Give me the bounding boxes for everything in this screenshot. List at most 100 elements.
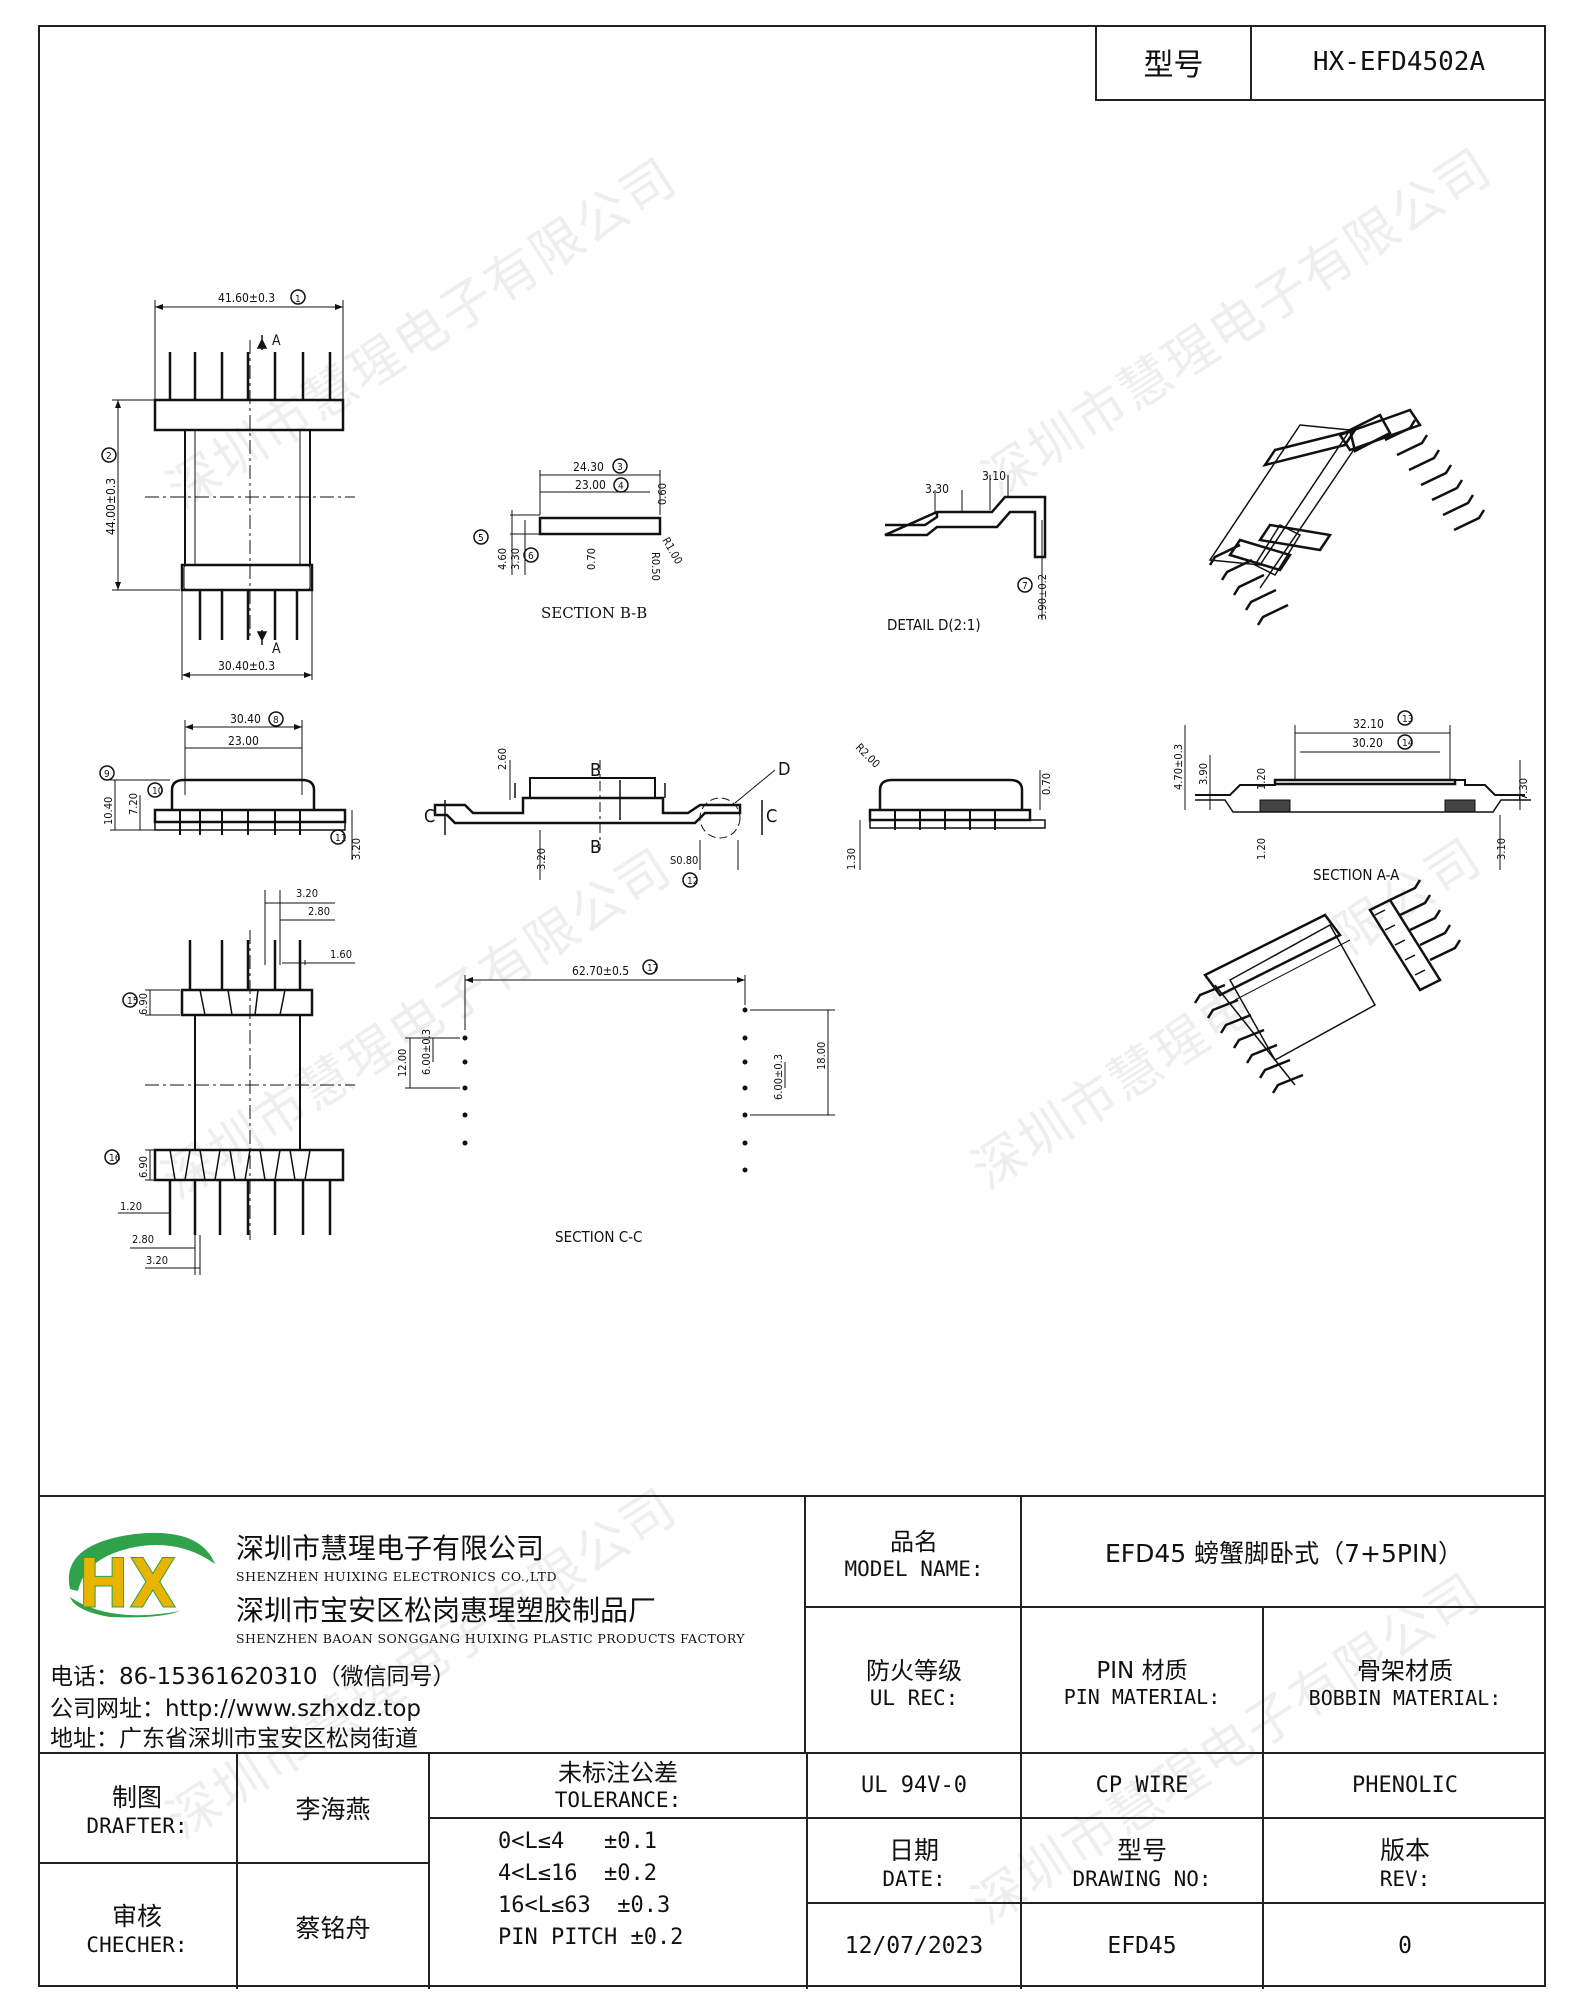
- dim-bottom-p2: 2.80: [308, 905, 330, 918]
- rev-label-en: REV:: [1379, 1866, 1431, 1891]
- side-d-label: D: [778, 759, 790, 780]
- dim-bb-t1: 0.70: [585, 548, 598, 570]
- section-bb-title: SECTION B-B: [541, 604, 647, 622]
- dim-bb-r1: R1.00: [659, 535, 685, 567]
- side-c-label: C: [766, 806, 777, 827]
- section-aa-title: SECTION A-A: [1313, 866, 1400, 884]
- model-box: 型号 HX-EFD4502A: [1095, 25, 1546, 101]
- company-phone: 电话：86-15361620310（微信同号）: [50, 1664, 456, 1690]
- pin-label-cn: PIN 材质: [1096, 1658, 1188, 1684]
- ul-label-cn: 防火等级: [866, 1656, 962, 1685]
- model-box-value: HX-EFD4502A: [1312, 47, 1486, 77]
- bobbin-value: PHENOLIC: [1352, 1773, 1458, 1798]
- section-cc-title: SECTION C-C: [555, 1228, 642, 1246]
- dim-bottom-h1: 6.90: [137, 993, 150, 1015]
- drawing-no-label-cn: 型号: [1116, 1835, 1167, 1865]
- side-b-label: B: [590, 837, 601, 858]
- ul-label: 防火等级 UL REC:: [808, 1608, 1020, 1752]
- rev-label: 版本 REV:: [1264, 1819, 1546, 1902]
- company-website: 公司网址：http://www.szhxdz.top: [50, 1696, 422, 1722]
- dim-bottom-h2: 6.90: [137, 1156, 150, 1178]
- dim-bottom-p1: 3.20: [296, 887, 318, 900]
- dim-aa-h1: 4.70±0.3: [1172, 744, 1185, 790]
- ul-value: UL 94V-0: [861, 1773, 967, 1798]
- balloon-3: 3: [617, 462, 623, 473]
- tolerance-label-en: TOLERANCE:: [554, 1787, 682, 1812]
- dim-aa-h6: 3.10: [1495, 838, 1508, 860]
- company-info: HX 深圳市慧瑆电子有限公司 SHENZHEN HUIXING ELECTRON…: [38, 1497, 806, 1752]
- dim-aa-w1: 32.10: [1353, 717, 1384, 731]
- company-address: 地址：广东省深圳市宝安区松岗街道: [50, 1726, 418, 1752]
- balloon-12: 12: [687, 876, 698, 887]
- date-value: 12/07/2023: [844, 1932, 984, 1959]
- top-view: 41.60±0.3 1 A A 44.00±0.3: [101, 289, 355, 680]
- dim-height: 44.00±0.3: [104, 478, 118, 535]
- dim-front-h3: 3.20: [350, 838, 363, 860]
- balloon-6: 6: [528, 551, 534, 562]
- dim-bottom-p4: 1.20: [120, 1200, 142, 1213]
- dim-bb-w2: 23.00: [575, 478, 606, 492]
- dim-bottom-width: 30.40±0.3: [218, 659, 275, 673]
- rev-value: 0: [1398, 1932, 1412, 1959]
- section-cc: 62.70±0.5 17 12.00 6.00±0.3 6.00±0.3 18.…: [396, 959, 835, 1246]
- dim-cc-h4: 18.00: [815, 1042, 828, 1070]
- dim-front-w2: 23.00: [228, 734, 259, 748]
- balloon-17: 17: [647, 963, 658, 974]
- tolerance-line: 16<L≤63 ±0.3: [498, 1893, 671, 1918]
- drafter-label: 制图 DRAFTER:: [38, 1754, 236, 1862]
- dim-detail-d2: 3.10: [982, 469, 1006, 483]
- model-name-label: 品名 MODEL NAME:: [808, 1497, 1020, 1606]
- dim-aa-h5: 7.30: [1517, 778, 1530, 800]
- date-label-cn: 日期: [888, 1835, 939, 1865]
- tolerance-label: 未标注公差 TOLERANCE:: [430, 1754, 806, 1817]
- balloon-16: 16: [109, 1153, 121, 1164]
- drawing-no-label-en: DRAWING NO:: [1072, 1866, 1212, 1891]
- model-name-label-en: MODEL NAME:: [844, 1557, 984, 1581]
- dim-aa-w2: 30.20: [1352, 736, 1383, 750]
- balloon-7: 7: [1022, 581, 1028, 592]
- date-label-en: DATE:: [882, 1866, 946, 1891]
- dim-side-h2: 3.20: [535, 848, 548, 870]
- balloon-1: 1: [295, 294, 301, 305]
- dim-bb-h1: 0.60: [656, 483, 669, 505]
- isometric-view-bottom: [1193, 879, 1462, 1094]
- dim-aa-h2: 3.90: [1197, 763, 1210, 785]
- hx-logo-icon: HX: [68, 1532, 215, 1625]
- date-label: 日期 DATE:: [808, 1819, 1020, 1902]
- tolerance-line: PIN PITCH ±0.2: [498, 1925, 684, 1950]
- balloon-9: 9: [104, 769, 110, 780]
- company-name-en: SHENZHEN HUIXING ELECTRONICS CO.,LTD: [236, 1569, 558, 1584]
- dim-aa-h4: 1.20: [1255, 838, 1268, 860]
- dim-bottom-p3: 1.60: [330, 948, 352, 961]
- dim-bottom-p6: 3.20: [146, 1254, 168, 1267]
- dim-side-s: S0.80: [670, 854, 698, 867]
- pin-value: CP WIRE: [1095, 1773, 1189, 1798]
- dim-bb-w1: 24.30: [573, 460, 604, 474]
- balloon-4: 4: [618, 481, 624, 492]
- detail-d-title: DETAIL D(2:1): [887, 616, 981, 634]
- factory-name-en: SHENZHEN BAOAN SONGGANG HUIXING PLASTIC …: [236, 1631, 745, 1646]
- checker-label-cn: 审核: [111, 1901, 162, 1931]
- section-aa: 32.10 30.20 13 14 4.70±0.3 3.90 1.20 1.2…: [1172, 710, 1531, 884]
- dim-detail-d1: 3.30: [925, 482, 949, 496]
- section-bb: 24.30 23.00 3 4 0.60 R1.00 R0.50 0.70 4.…: [473, 458, 685, 622]
- checker-value: 蔡铭舟: [295, 1913, 371, 1943]
- bottom-view: 3.20 2.80 1.60 6.90 15: [104, 887, 355, 1275]
- tolerance-line: 0<L≤4 ±0.1: [498, 1829, 657, 1854]
- dim-right-h: 0.70: [1040, 773, 1053, 795]
- drafter-label-cn: 制图: [111, 1783, 162, 1812]
- ul-label-en: UL REC:: [869, 1685, 959, 1710]
- bobbin-label: 骨架材质 BOBBIN MATERIAL:: [1264, 1608, 1546, 1752]
- side-view: B B C C D 2.60 3.20 S0.80 12: [424, 748, 790, 888]
- factory-name-cn: 深圳市宝安区松岗惠瑆塑胶制品厂: [236, 1594, 657, 1627]
- model-box-label: 型号: [1097, 25, 1252, 99]
- model-name-label-cn: 品名: [890, 1528, 938, 1556]
- tolerance-label-cn: 未标注公差: [558, 1758, 678, 1787]
- title-block: HX 深圳市慧瑆电子有限公司 SHENZHEN HUIXING ELECTRON…: [38, 1495, 1546, 1989]
- balloon-14: 14: [1402, 738, 1414, 749]
- dim-front-h1: 10.40: [102, 797, 115, 825]
- balloon-13: 13: [1402, 714, 1413, 725]
- bobbin-label-cn: 骨架材质: [1357, 1656, 1453, 1685]
- checker-label-en: CHECHER:: [86, 1932, 188, 1957]
- pin-label: PIN 材质 PIN MATERIAL:: [1022, 1608, 1262, 1752]
